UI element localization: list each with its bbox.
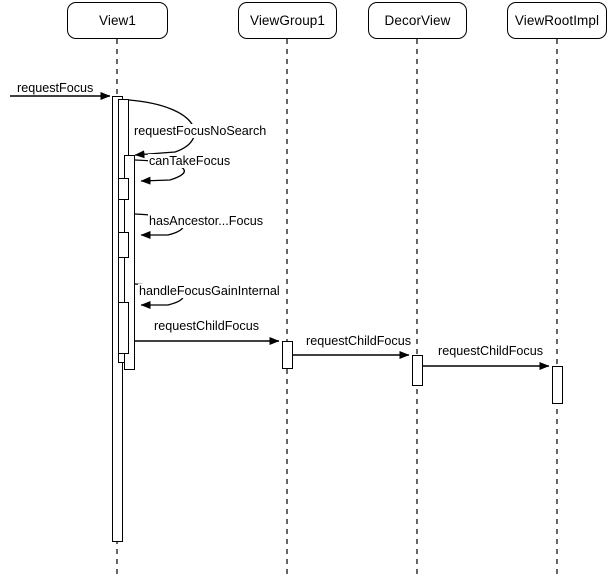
participant-label-decorview: DecorView bbox=[384, 13, 451, 28]
message-label-request-focus-no-search: requestFocusNoSearch bbox=[133, 124, 268, 139]
message-label-request-child-focus-3: requestChildFocus bbox=[437, 344, 544, 359]
participant-label-viewgroup1: ViewGroup1 bbox=[249, 13, 326, 28]
participant-label-view1: View1 bbox=[98, 13, 137, 28]
participant-label-viewrootimpl: ViewRootImpl bbox=[514, 13, 600, 28]
activation-bar-decorview bbox=[412, 355, 423, 386]
message-label-handle-focus-gain-internal: handleFocusGainInternal bbox=[138, 284, 281, 299]
participant-box-viewrootimpl[interactable]: ViewRootImpl bbox=[507, 2, 607, 39]
activation-bar-view1-can-take-focus bbox=[118, 178, 129, 200]
message-label-has-ancestor-focus: hasAncestor...Focus bbox=[148, 214, 265, 229]
participant-box-viewgroup1[interactable]: ViewGroup1 bbox=[238, 2, 337, 39]
message-label-request-child-focus-2: requestChildFocus bbox=[305, 334, 412, 349]
activation-bar-view1-inner bbox=[124, 155, 135, 370]
activation-bar-viewrootimpl bbox=[552, 366, 563, 404]
participant-box-decorview[interactable]: DecorView bbox=[368, 2, 467, 39]
activation-bar-viewgroup1 bbox=[282, 341, 293, 369]
message-label-request-child-focus-1: requestChildFocus bbox=[153, 319, 260, 334]
message-label-can-take-focus: canTakeFocus bbox=[148, 154, 232, 169]
lifeline-dashes bbox=[116, 39, 558, 578]
participant-box-view1[interactable]: View1 bbox=[67, 2, 168, 39]
activation-bar-view1-has-ancestor-focus bbox=[118, 232, 129, 258]
message-label-request-focus: requestFocus bbox=[16, 81, 95, 96]
activation-bar-view1-handle-focus-gain-internal bbox=[118, 302, 129, 354]
